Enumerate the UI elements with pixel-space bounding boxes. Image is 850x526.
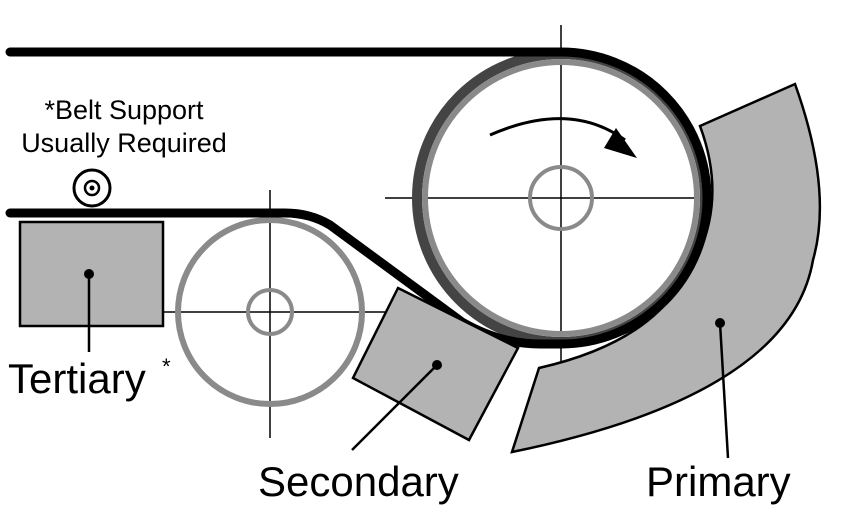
snub-pulley-ring — [175, 217, 365, 407]
belt-support-note-line2: Usually Required — [21, 128, 227, 158]
primary-leader-line — [718, 322, 730, 459]
head-pulley-gray-ring — [422, 59, 700, 337]
clockwise-arrow-icon — [489, 117, 637, 158]
primary-label: Primary — [646, 458, 791, 505]
snub-pulley-hub — [246, 288, 294, 336]
belt-support-note-line1: *Belt Support — [44, 95, 204, 125]
rotation-arc — [489, 117, 626, 142]
support-roller-inner — [83, 179, 101, 197]
support-roller-center — [89, 185, 95, 191]
tertiary-asterisk: * — [162, 354, 171, 379]
secondary-label: Secondary — [258, 458, 459, 505]
leaders — [84, 269, 730, 459]
head-pulley-hub — [528, 165, 594, 231]
tertiary-label: Tertiary — [8, 355, 146, 402]
center-lines — [143, 25, 737, 438]
secondary-leader-line — [351, 364, 438, 451]
primary-scraper — [510, 82, 822, 454]
rotation-arrowhead — [604, 128, 637, 158]
support-roller-icon — [72, 168, 112, 208]
snub-pulley — [175, 217, 365, 407]
